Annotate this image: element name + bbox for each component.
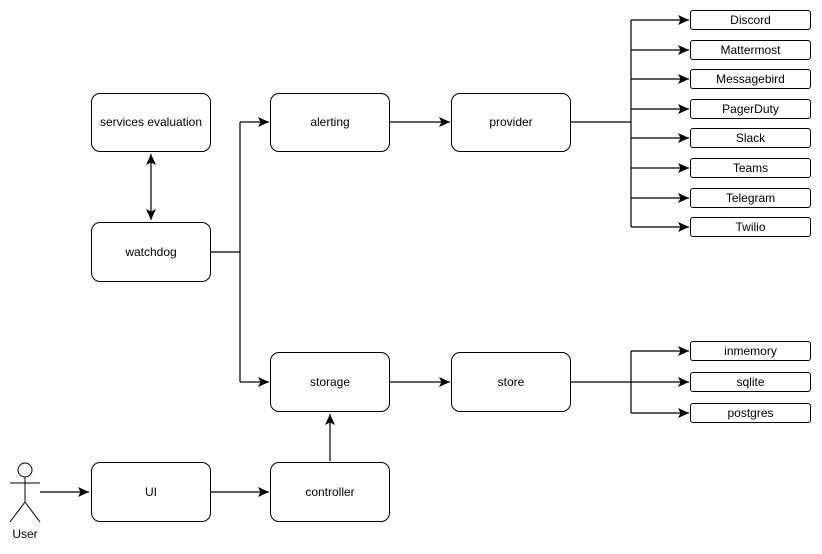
node-target-slack: Slack	[690, 128, 811, 148]
node-label: controller	[305, 484, 355, 499]
node-target-postgres: postgres	[690, 403, 811, 423]
node-label: Teams	[732, 160, 769, 175]
node-label: services evaluation	[99, 115, 203, 130]
user-actor-icon	[9, 462, 41, 523]
node-store: store	[451, 352, 571, 412]
node-target-teams: Teams	[690, 158, 811, 178]
node-label: sqlite	[736, 374, 765, 389]
node-label: Discord	[730, 12, 771, 27]
node-target-pagerduty: PagerDuty	[690, 99, 811, 119]
node-label: Mattermost	[720, 42, 781, 57]
node-storage: storage	[270, 352, 390, 412]
node-target-telegram: Telegram	[690, 188, 811, 208]
node-label: Messagebird	[716, 71, 785, 86]
node-provider: provider	[451, 93, 571, 152]
node-ui: UI	[91, 462, 211, 522]
node-label: provider	[489, 115, 533, 130]
node-label: Slack	[735, 130, 766, 145]
node-label: inmemory	[724, 343, 777, 358]
node-label: store	[497, 374, 525, 389]
node-label: watchdog	[125, 244, 177, 259]
node-target-twilio: Twilio	[690, 217, 811, 237]
node-label: Telegram	[725, 190, 776, 205]
node-target-discord: Discord	[690, 10, 811, 30]
node-watchdog: watchdog	[91, 222, 211, 282]
node-label: Twilio	[735, 219, 766, 234]
node-alerting: alerting	[270, 93, 390, 152]
node-services-evaluation: services evaluation	[91, 93, 211, 152]
node-label: storage	[309, 374, 351, 389]
node-label: UI	[145, 484, 157, 499]
node-controller: controller	[270, 462, 390, 522]
node-target-messagebird: Messagebird	[690, 69, 811, 89]
node-label: postgres	[727, 405, 774, 420]
node-target-mattermost: Mattermost	[690, 40, 811, 60]
user-actor-label: User	[12, 527, 38, 541]
node-target-sqlite: sqlite	[690, 372, 811, 392]
node-label: PagerDuty	[722, 101, 779, 116]
node-label: alerting	[310, 115, 350, 130]
node-target-inmemory: inmemory	[690, 341, 811, 361]
